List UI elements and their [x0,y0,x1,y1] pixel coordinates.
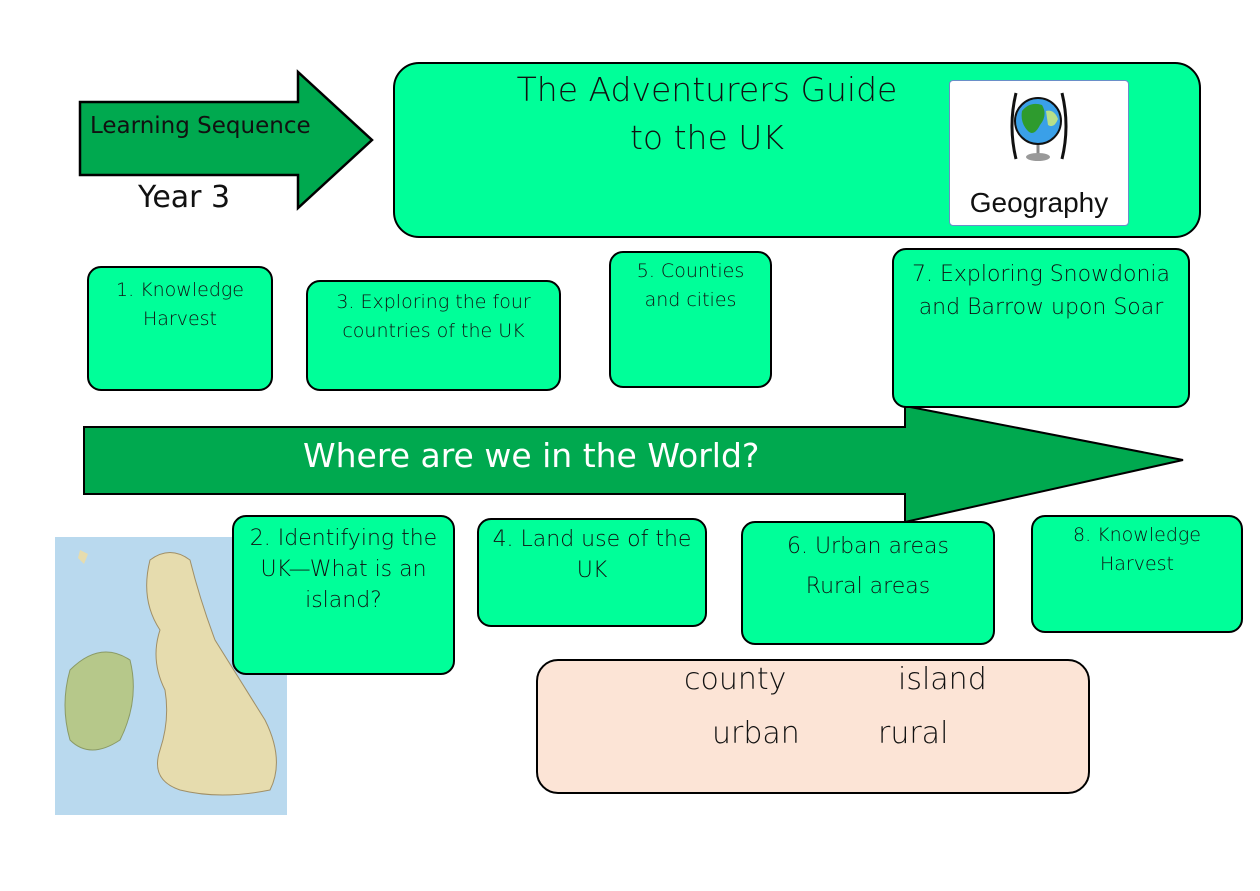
lesson-5-box: 5. Counties and cities [609,251,772,388]
lesson-3-label: 3. Exploring the four countries of the U… [336,291,531,342]
globe-icon [1010,92,1068,161]
lesson-8-box: 8. Knowledge Harvest [1031,515,1243,633]
main-arrow-label: Where are we in the World? [303,436,760,475]
main-arrow [83,404,1184,524]
lesson-4-label: 4. Land use of the UK [492,527,692,583]
vocabulary-box: county island urban rural [536,659,1090,794]
vocab-urban: urban [712,716,800,751]
vocab-county: county [684,662,787,697]
lesson-4-box: 4. Land use of the UK [477,518,707,627]
vocab-island: island [898,662,987,697]
geography-label: Geography [969,187,1109,218]
year-label: Year 3 [138,180,231,215]
lesson-7-box: 7. Exploring Snowdonia and Barrow upon S… [892,248,1190,408]
lesson-1-box: 1. Knowledge Harvest [87,266,273,391]
small-arrow [78,69,374,211]
lesson-5-label: 5. Counties and cities [636,260,745,311]
lesson-6-label: 6. Urban areas [786,534,950,559]
title-line-2: to the UK [629,118,785,157]
lesson-1-label: 1. Knowledge Harvest [116,279,244,330]
title-box: The Adventurers Guide to the UK Geograph… [393,62,1201,238]
geography-symbol: Geography [949,80,1129,226]
lesson-8-label: 8. Knowledge Harvest [1073,524,1201,575]
lesson-6-label-2: Rural areas [805,574,931,599]
learning-sequence-label: Learning Sequence [90,113,311,139]
lesson-7-label: 7. Exploring Snowdonia and Barrow upon S… [911,262,1171,320]
vocab-rural: rural [878,716,949,751]
lesson-3-box: 3. Exploring the four countries of the U… [306,280,561,391]
title-line-1: The Adventurers Guide [516,70,898,109]
lesson-6-box: 6. Urban areas Rural areas [741,521,995,645]
lesson-2-label: 2. Identifying the UK—What is an island? [249,526,438,613]
lesson-2-box: 2. Identifying the UK—What is an island? [232,515,455,675]
